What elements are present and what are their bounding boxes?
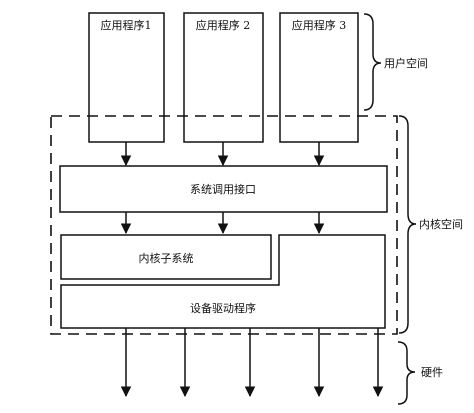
app-label-3: 应用程序 3 <box>292 18 347 32</box>
kernel-space-label: 内核空间 <box>419 217 463 231</box>
kernel-subsystem-box: 内核子系统 <box>60 234 272 280</box>
kernel-space-brace <box>398 115 417 334</box>
device-drivers-box: 设备驱动程序 <box>60 234 386 329</box>
hardware-brace <box>397 341 416 405</box>
app-box-1: 应用程序1 <box>88 12 165 143</box>
app-label-2: 应用程序 2 <box>196 18 251 32</box>
app-box-2: 应用程序 2 <box>183 12 264 143</box>
syscall-interface-box: 系统调用接口 <box>59 165 388 213</box>
syscall-interface-label: 系统调用接口 <box>190 183 256 196</box>
kernel-space-boundary <box>50 115 398 335</box>
app-label-1: 应用程序1 <box>101 18 152 32</box>
user-space-label: 用户空间 <box>384 56 428 70</box>
user-space-brace <box>363 13 382 111</box>
kernel-subsystem-label: 内核子系统 <box>139 251 194 265</box>
hardware-label: 硬件 <box>421 366 443 379</box>
app-box-3: 应用程序 3 <box>279 12 359 143</box>
device-drivers-label: 设备驱动程序 <box>190 301 256 315</box>
